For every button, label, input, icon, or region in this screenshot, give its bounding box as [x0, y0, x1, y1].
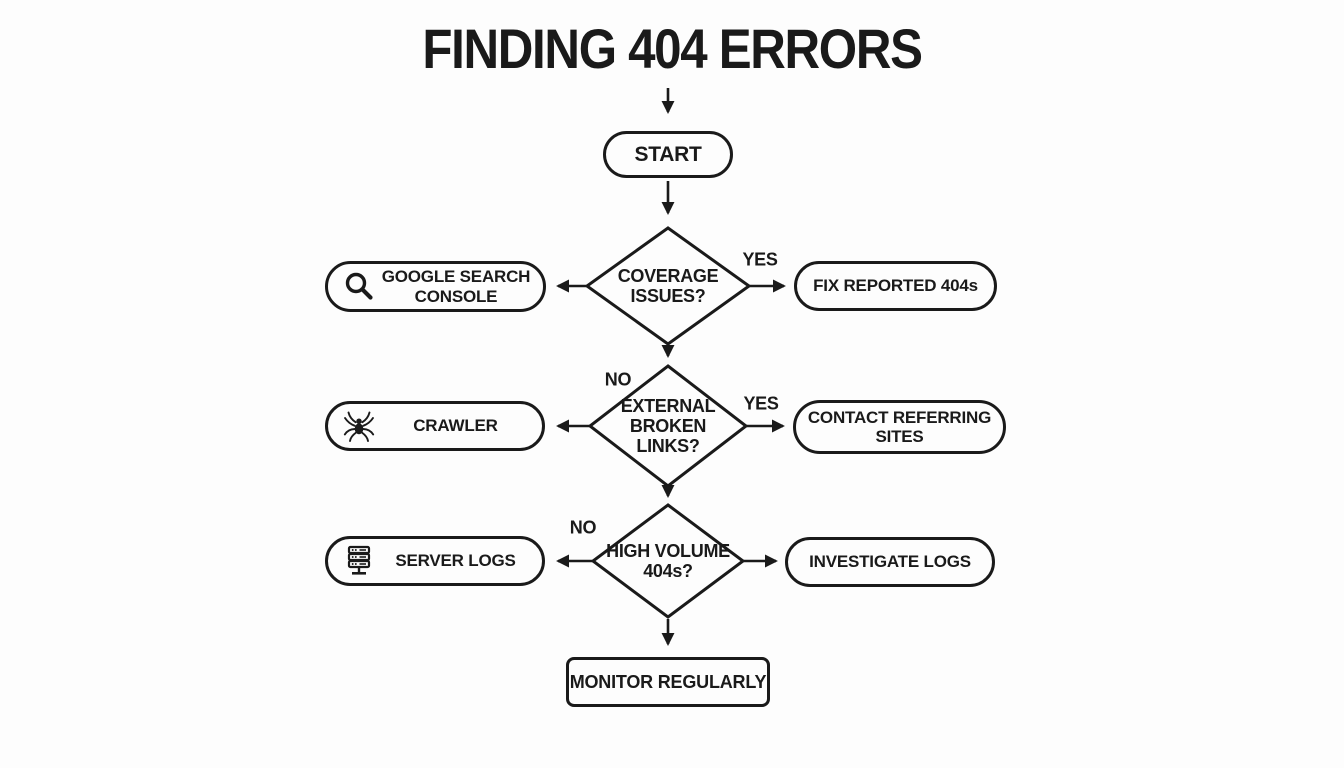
action-contact-line1: CONTACT REFERRING — [807, 407, 992, 427]
decision2-line2: BROKEN — [629, 415, 707, 436]
edge-label-yes-1: YES — [742, 249, 778, 270]
decision3-label: HIGH VOLUME 404s? — [583, 541, 753, 581]
tool-server-logs-label: SERVER LOGS — [377, 551, 542, 570]
tool-google-search-console-label: GOOGLE SEARCH CONSOLE — [377, 267, 543, 305]
spider-icon — [341, 408, 377, 444]
edge-label-yes-2: YES — [743, 393, 779, 414]
tool-gsc-line2: CONSOLE — [414, 286, 498, 306]
tool-crawler: CRAWLER — [325, 401, 545, 451]
tool-server-logs-line1: SERVER LOGS — [395, 551, 516, 571]
action-fix-reported-404s: FIX REPORTED 404s — [794, 261, 997, 311]
decision3-line2: 404s? — [643, 561, 693, 581]
action-fix-line1: FIX REPORTED 404s — [813, 276, 978, 296]
decision2-line3: LINKS? — [636, 436, 700, 457]
start-node: START — [603, 131, 733, 178]
tool-crawler-label: CRAWLER — [377, 416, 542, 435]
edge-label-no-2: NO — [569, 517, 597, 538]
page-title: FINDING 404 ERRORS — [422, 17, 923, 80]
decision1-line1: COVERAGE — [617, 265, 719, 286]
end-node-monitor-regularly: MONITOR REGULARLY — [566, 657, 770, 707]
tool-gsc-line1: GOOGLE SEARCH — [381, 267, 531, 287]
edge-label-no-1: NO — [604, 369, 632, 390]
action-investigate-line1: INVESTIGATE LOGS — [809, 552, 971, 572]
decision2-label: EXTERNAL BROKEN LINKS? — [583, 396, 753, 456]
server-icon — [341, 543, 377, 579]
action-contact-line2: SITES — [875, 427, 924, 446]
tool-server-logs: SERVER LOGS — [325, 536, 545, 586]
action-investigate-logs: INVESTIGATE LOGS — [785, 537, 995, 587]
action-contact-referring-sites: CONTACT REFERRING SITES — [793, 400, 1006, 454]
magnifier-icon — [341, 269, 377, 305]
tool-crawler-line1: CRAWLER — [413, 416, 498, 436]
decision2-line1: EXTERNAL — [620, 395, 716, 416]
tool-google-search-console: GOOGLE SEARCH CONSOLE — [325, 261, 546, 312]
decision1-label: COVERAGE ISSUES? — [583, 266, 753, 306]
decision1-line2: ISSUES? — [630, 286, 706, 306]
decision3-line1: HIGH VOLUME — [606, 540, 730, 561]
